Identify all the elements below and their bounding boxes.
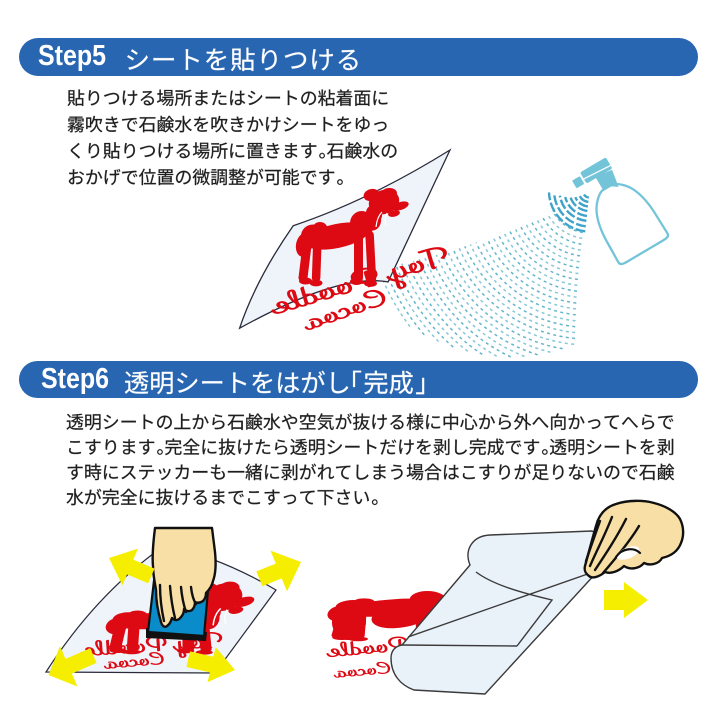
svg-text:Step6: Step6	[41, 363, 109, 395]
svg-text:Step5: Step5	[38, 40, 106, 72]
